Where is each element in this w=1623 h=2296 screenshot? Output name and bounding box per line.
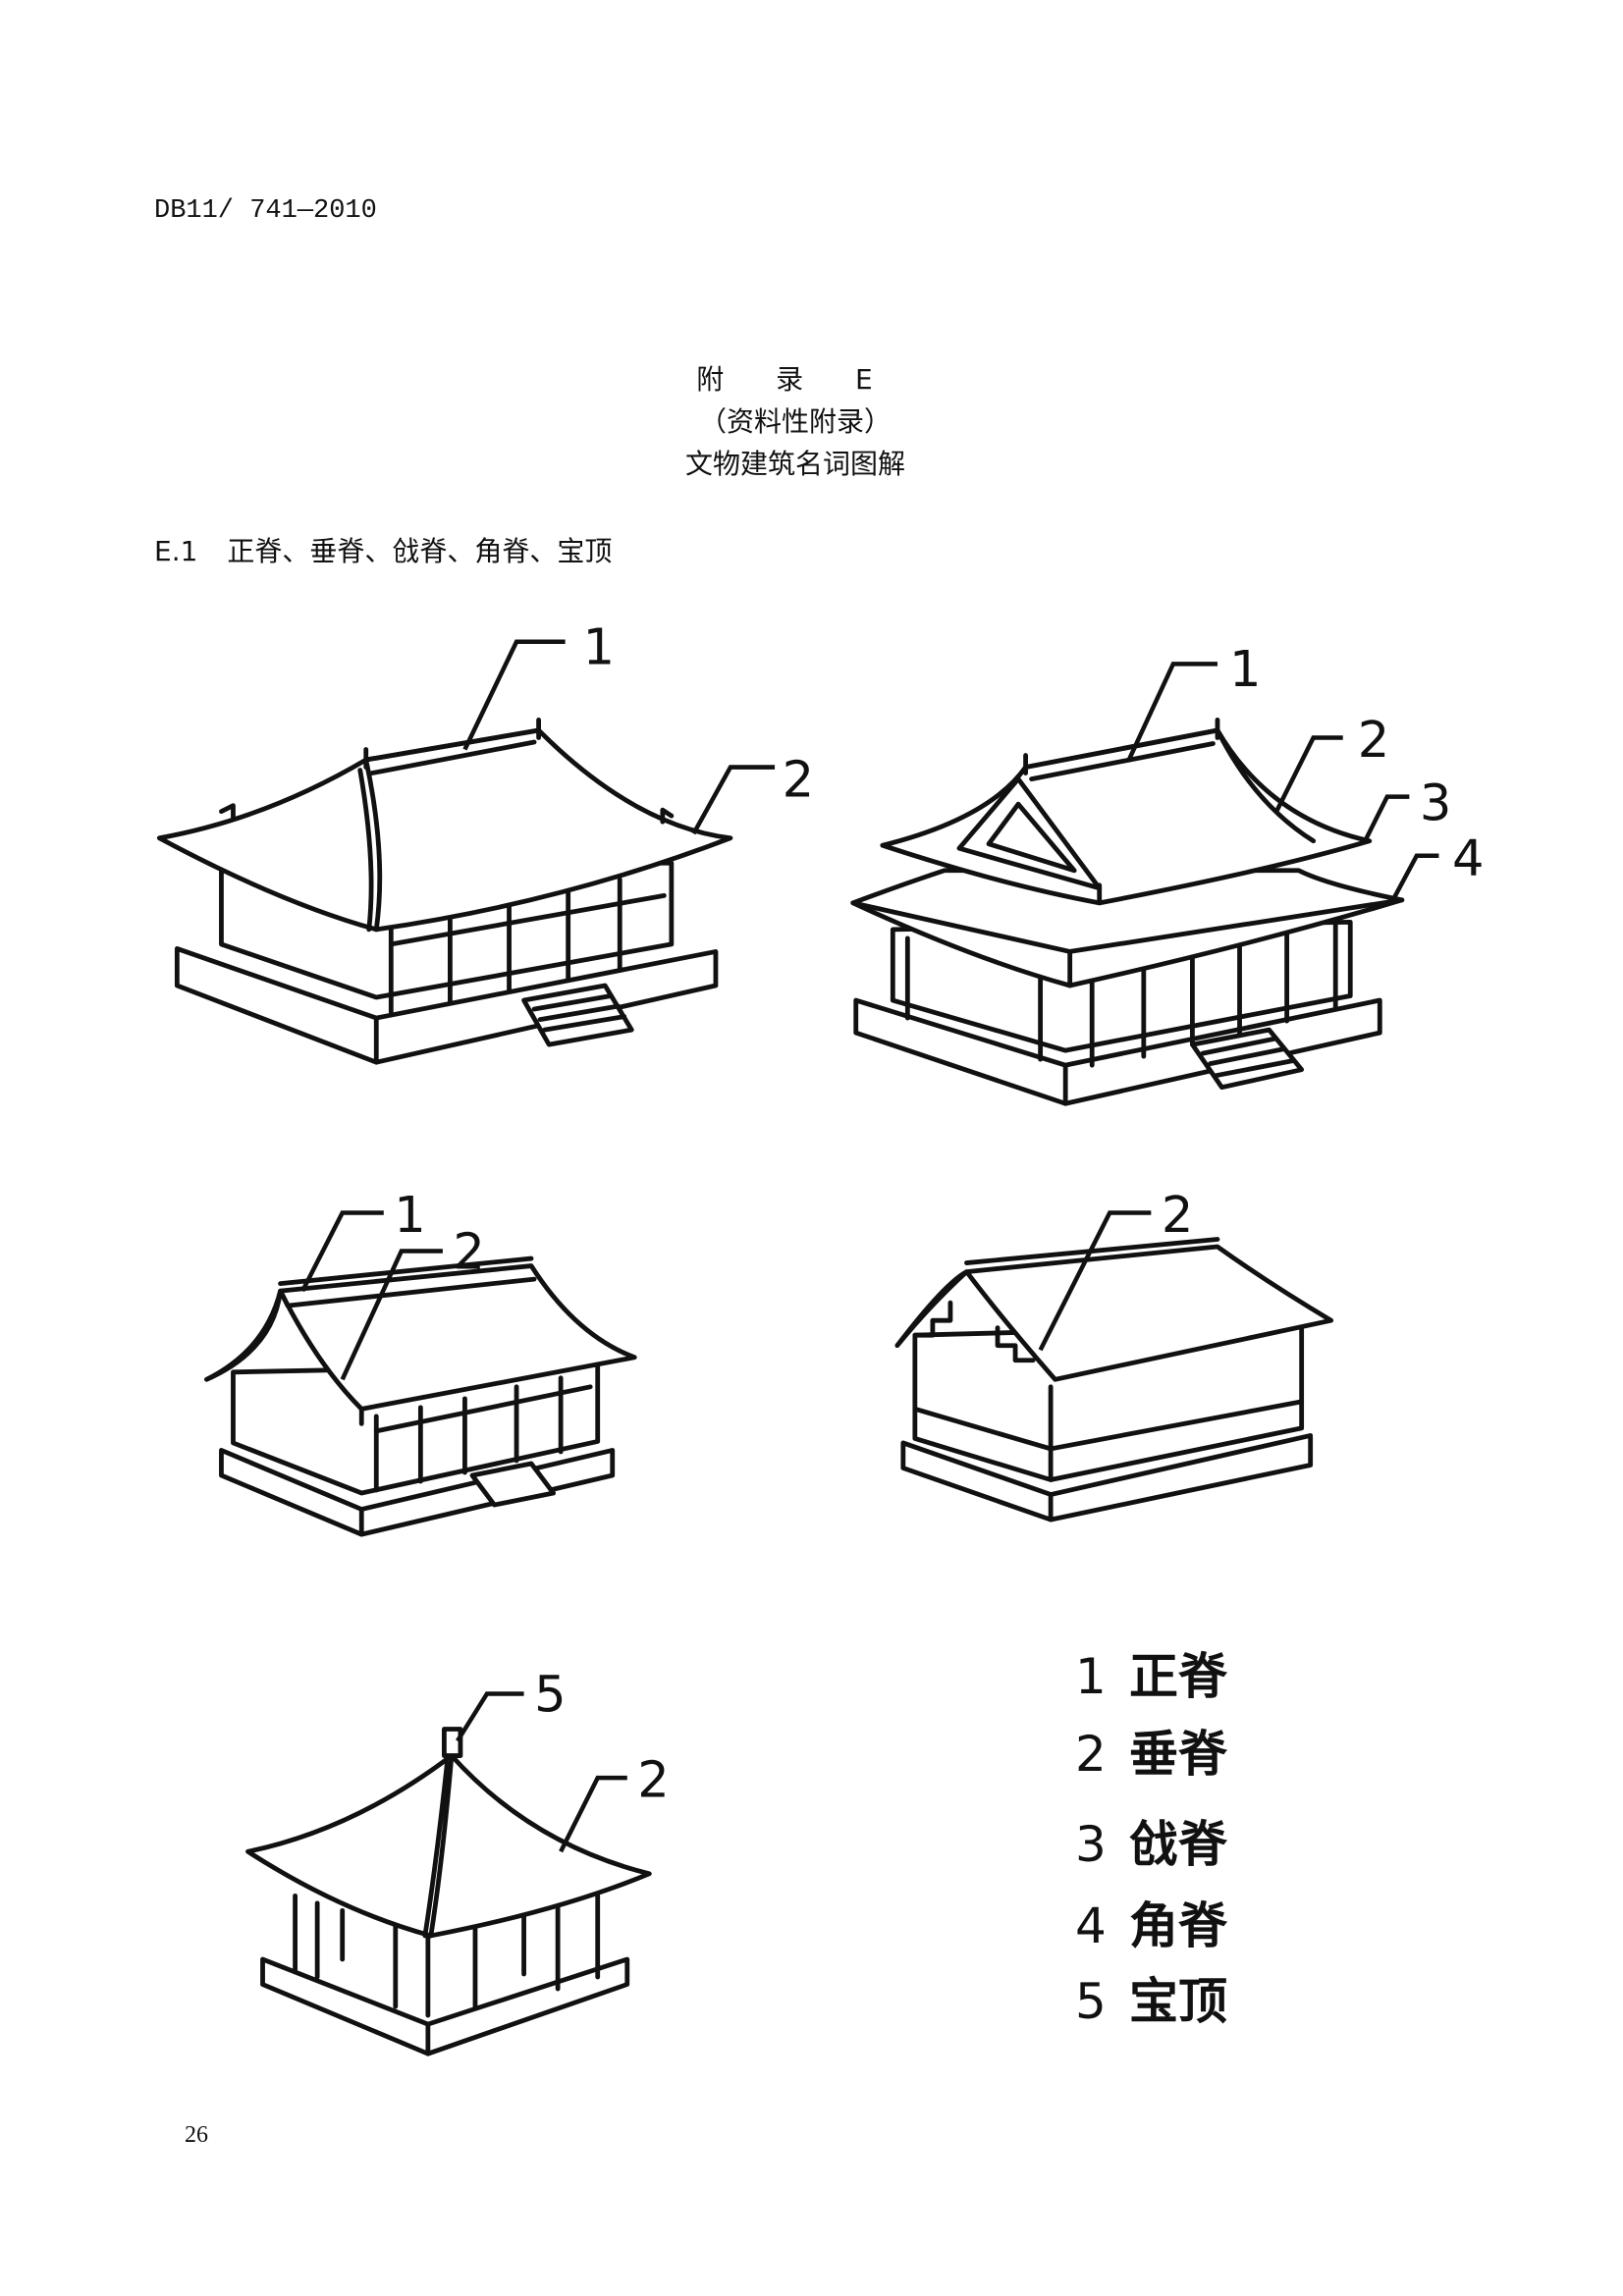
legend-number: 5	[1075, 1973, 1107, 2030]
callout-number: 1	[394, 1187, 426, 1245]
callout-number: 3	[1420, 775, 1452, 833]
appendix-title: 附 录 E	[696, 363, 894, 396]
legend-label: 垂脊	[1129, 1726, 1227, 1783]
legend-label: 角脊	[1129, 1897, 1227, 1954]
figure-hip-roof-building: 1 2	[156, 618, 815, 1065]
legend-label: 宝顶	[1129, 1973, 1227, 2030]
figure-hard-gable-building: 2	[894, 1187, 1334, 1522]
legend-item: 3 戗脊	[1075, 1805, 1227, 1876]
callout-number: 2	[637, 1752, 670, 1810]
figure-pavilion: 5 2	[245, 1666, 670, 2056]
callout-number: 2	[453, 1224, 485, 1282]
legend-number: 3	[1075, 1816, 1107, 1873]
legend-label: 正脊	[1129, 1648, 1227, 1705]
callout-number: 2	[783, 752, 815, 810]
legend-number: 1	[1075, 1648, 1107, 1705]
callout-number: 1	[583, 618, 616, 676]
legend-item: 4 角脊	[1075, 1887, 1227, 1957]
figure-gable-hip-building: 1 2	[204, 1187, 637, 1537]
callout-number: 2	[1162, 1187, 1194, 1245]
legend-item: 5 宝顶	[1075, 1962, 1227, 2033]
section-title: 正脊、垂脊、戗脊、角脊、宝顶	[227, 535, 613, 567]
legend-number: 4	[1075, 1897, 1107, 1954]
section-number: E.1	[154, 535, 198, 567]
legend-item: 1 正脊	[1075, 1637, 1227, 1708]
section-heading: E.1 正脊、垂脊、戗脊、角脊、宝顶	[154, 530, 612, 569]
appendix-name: 文物建筑名词图解	[684, 448, 905, 480]
legend-number: 2	[1075, 1726, 1107, 1783]
appendix-subtitle: （资料性附录）	[698, 405, 892, 438]
legend-item: 2 垂脊	[1075, 1715, 1227, 1786]
callout-number: 5	[534, 1666, 567, 1724]
callout-number: 4	[1452, 829, 1485, 887]
callout-number: 2	[1358, 712, 1390, 770]
callout-number: 1	[1229, 641, 1262, 699]
document-code: DB11/ 741—2010	[154, 196, 377, 226]
legend-label: 戗脊	[1129, 1816, 1227, 1873]
page-number: 26	[185, 2122, 208, 2148]
figure-double-eave-building: 1 2 3 4	[850, 641, 1485, 1106]
